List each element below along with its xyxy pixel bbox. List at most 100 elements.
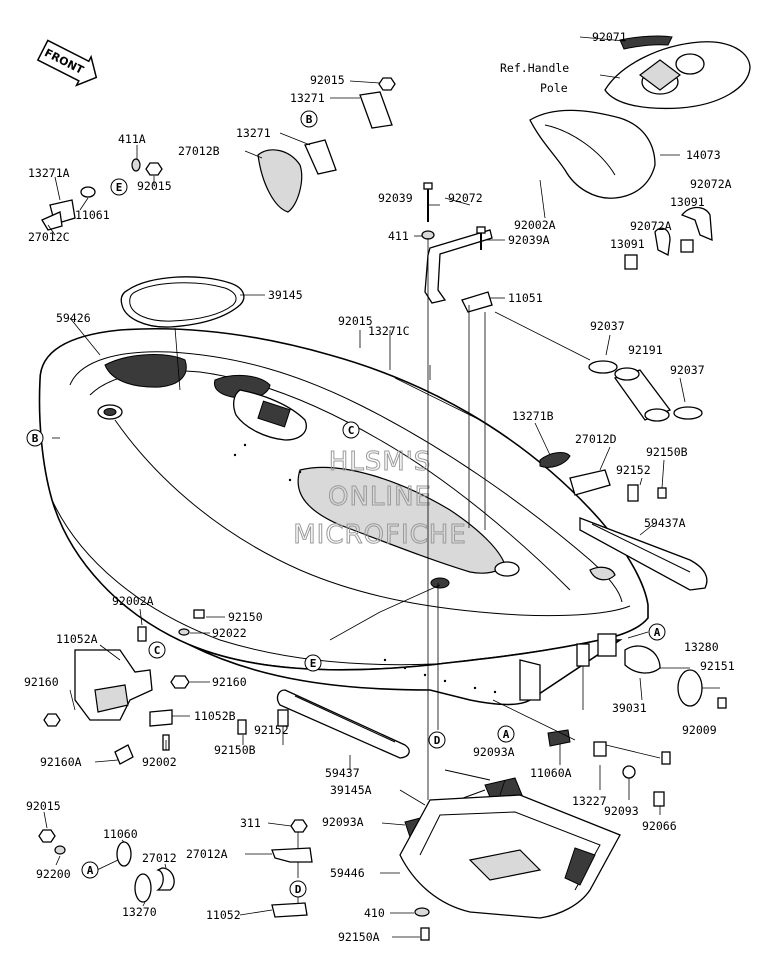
label-92093: 92093 bbox=[604, 804, 639, 818]
bracket-92072 bbox=[424, 229, 493, 304]
watermark-line-2: ONLINE bbox=[328, 482, 432, 512]
washer-411 bbox=[421, 230, 435, 240]
label-92150B-c: 92150B bbox=[214, 743, 256, 757]
label-13271-a: 13271 bbox=[290, 91, 325, 105]
label-411: 411 bbox=[388, 229, 409, 243]
label-11051: 11051 bbox=[508, 291, 543, 305]
bolt-92039A bbox=[476, 226, 486, 250]
reference-letters: B E B C C E A A D A D bbox=[32, 113, 661, 896]
washer-410 bbox=[414, 907, 430, 917]
label-311: 311 bbox=[240, 816, 261, 830]
plate-11060 bbox=[116, 841, 132, 867]
ref-D-2: D bbox=[295, 883, 302, 896]
screw-92151 bbox=[717, 697, 727, 709]
nut-92015-d bbox=[38, 829, 56, 843]
front-arrow-badge: FRONT bbox=[36, 39, 98, 87]
clamp-92072A-a bbox=[680, 206, 713, 242]
fitting-13227 bbox=[593, 741, 607, 757]
label-13091-2: 13091 bbox=[610, 237, 645, 251]
rubrail-59437 bbox=[276, 689, 410, 759]
ref-B-1: B bbox=[306, 113, 313, 126]
label-92015-d: 92015 bbox=[26, 799, 61, 813]
ref-A-3: A bbox=[87, 864, 94, 877]
bracket-11052A bbox=[74, 649, 153, 721]
bracket-11052 bbox=[271, 902, 308, 918]
label-92002A-l: 92002A bbox=[112, 594, 154, 608]
nut-92015-b bbox=[145, 162, 163, 176]
label-39031: 39031 bbox=[612, 701, 647, 715]
label-92160-b: 92160 bbox=[212, 675, 247, 689]
bracket-11052B bbox=[149, 709, 173, 727]
label-92072A-2: 92072A bbox=[630, 219, 672, 233]
label-13271A: 13271A bbox=[28, 166, 70, 180]
hose-92191 bbox=[613, 367, 672, 422]
label-410: 410 bbox=[364, 906, 385, 920]
label-27012A: 27012A bbox=[186, 847, 228, 861]
label-92152-r: 92152 bbox=[616, 463, 651, 477]
plug-92066 bbox=[653, 791, 665, 807]
label-27012D: 27012D bbox=[575, 432, 617, 446]
label-92072: 92072 bbox=[448, 191, 483, 205]
part-labels: 92071 Ref.Handle Pole 92015 13271 13271 … bbox=[24, 30, 735, 944]
label-92039: 92039 bbox=[378, 191, 413, 205]
label-92037-a: 92037 bbox=[590, 319, 625, 333]
label-92160A: 92160A bbox=[40, 755, 82, 769]
label-92152-c: 92152 bbox=[254, 723, 289, 737]
label-92160-a: 92160 bbox=[24, 675, 59, 689]
label-92009: 92009 bbox=[682, 723, 717, 737]
label-92015-c: 92015 bbox=[338, 314, 373, 328]
watermark-line-3: MICROFICHE bbox=[293, 520, 467, 550]
plate-13271-b bbox=[304, 139, 337, 175]
label-411A: 411A bbox=[118, 132, 146, 146]
spacer-92152-c bbox=[277, 709, 289, 727]
label-92002A-top: 92002A bbox=[514, 218, 556, 232]
plate-13271B bbox=[539, 452, 571, 468]
label-92072A-1: 92072A bbox=[690, 177, 732, 191]
ref-D-1: D bbox=[434, 734, 441, 747]
label-ref-handle: Ref.Handle bbox=[500, 61, 569, 75]
label-59426: 59426 bbox=[56, 311, 91, 325]
rubrail-59437A bbox=[579, 517, 708, 591]
ref-E-2: E bbox=[310, 657, 317, 670]
label-13271C: 13271C bbox=[368, 324, 410, 338]
label-59437A: 59437A bbox=[644, 516, 686, 530]
clip-13091-a bbox=[680, 239, 694, 253]
washer-92022 bbox=[178, 628, 190, 636]
label-92002: 92002 bbox=[142, 755, 177, 769]
plate-27012D bbox=[569, 469, 611, 496]
label-92151: 92151 bbox=[700, 659, 735, 673]
label-92039A: 92039A bbox=[508, 233, 550, 247]
label-13270: 13270 bbox=[122, 905, 157, 919]
label-92015-b: 92015 bbox=[137, 179, 172, 193]
label-39145A: 39145A bbox=[330, 783, 372, 797]
ring-13280 bbox=[677, 669, 703, 707]
label-11052A: 11052A bbox=[56, 632, 98, 646]
nut-92160-b bbox=[170, 675, 190, 689]
label-92093A-1: 92093A bbox=[473, 745, 515, 759]
tube-92160A bbox=[114, 744, 134, 765]
watermark: HLSM'S ONLINE MICROFICHE bbox=[293, 447, 467, 551]
label-27012C: 27012C bbox=[28, 230, 70, 244]
clamp-92037-a bbox=[588, 360, 618, 374]
ref-B-2: B bbox=[32, 432, 39, 445]
cover-14073 bbox=[529, 109, 656, 199]
cover-39031 bbox=[624, 645, 661, 674]
bolt-92150A bbox=[420, 927, 430, 941]
label-27012: 27012 bbox=[142, 851, 177, 865]
nut-92160-a bbox=[43, 713, 61, 727]
ref-C-1: C bbox=[348, 424, 355, 437]
ref-C-2: C bbox=[154, 644, 161, 657]
label-92150B-r: 92150B bbox=[646, 445, 688, 459]
ref-A-1: A bbox=[654, 626, 661, 639]
clip-13091-b bbox=[624, 254, 638, 270]
watermark-line-1: HLSM'S bbox=[329, 447, 432, 477]
nut-92015-a bbox=[378, 77, 396, 91]
label-13091-1: 13091 bbox=[670, 195, 705, 209]
label-92066: 92066 bbox=[642, 819, 677, 833]
washer-92093 bbox=[622, 765, 636, 779]
label-13271-b: 13271 bbox=[236, 126, 271, 140]
label-13280: 13280 bbox=[684, 640, 719, 654]
plate-11061 bbox=[80, 186, 96, 198]
label-92191: 92191 bbox=[628, 343, 663, 357]
